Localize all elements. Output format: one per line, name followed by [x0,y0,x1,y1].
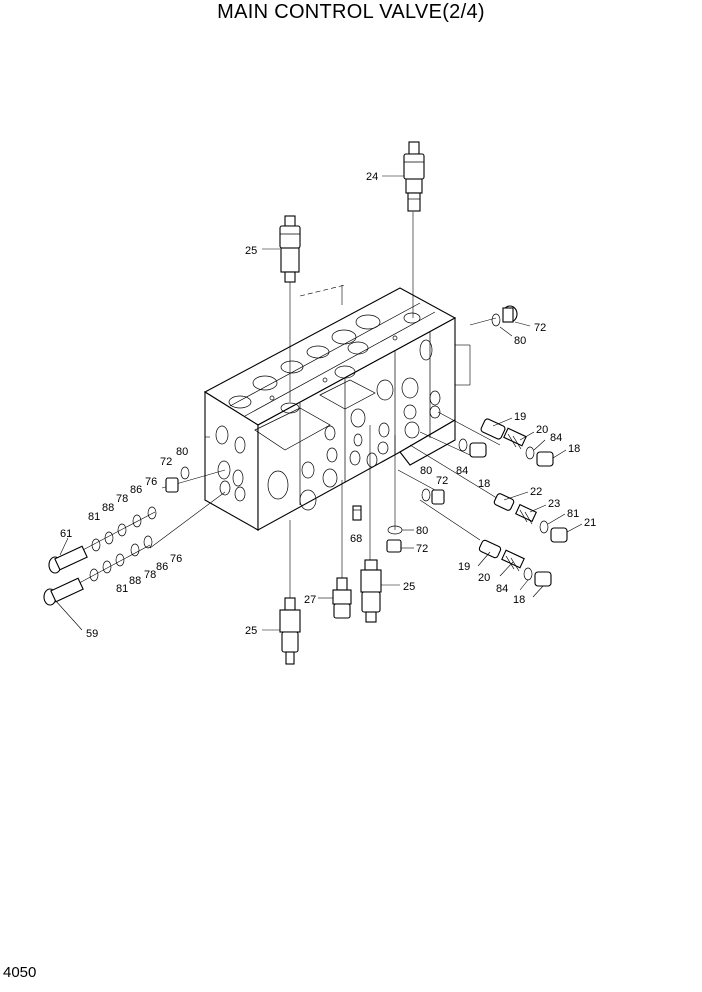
valve-27 [332,577,352,619]
label-88-lower: 88 [129,575,141,587]
label-61: 61 [60,528,72,540]
label-18-left: 18 [478,478,490,490]
plug-72-low [386,525,403,553]
label-81-upper-left: 81 [88,511,100,523]
label-24: 24 [366,171,378,183]
right-face-ports [267,339,441,511]
label-25-bottom: 25 [245,625,257,637]
label-25-top: 25 [245,245,257,257]
label-20-lower: 20 [478,572,490,584]
label-84-left: 84 [456,465,468,477]
label-80-low: 80 [416,525,428,537]
label-23: 23 [548,498,560,510]
spool-stack-left [458,438,487,458]
label-72-top: 72 [534,322,546,334]
label-72-low: 72 [416,543,428,555]
spool-stack-middle [493,493,568,543]
label-86-upper: 86 [130,484,142,496]
label-81-lower-left: 81 [116,583,128,595]
label-76-upper: 76 [145,476,157,488]
assembly-lines [54,212,501,598]
valve-body [203,287,457,531]
label-22: 22 [530,486,542,498]
label-84-upper: 84 [550,432,562,444]
label-18-upper: 18 [568,443,580,455]
label-19-upper: 19 [514,411,526,423]
label-68: 68 [350,533,362,545]
label-59: 59 [86,628,98,640]
page-title: MAIN CONTROL VALVE(2/4) [217,1,485,23]
label-25-middle: 25 [403,581,415,593]
label-18-lower: 18 [513,594,525,606]
label-leaders [54,175,583,631]
label-80-mid: 80 [420,465,432,477]
relief-valve-24 [403,141,425,212]
plug-72-top [491,305,518,327]
relief-valve-25-middle [360,559,382,623]
label-72-mid: 72 [436,475,448,487]
left-face-ports [215,425,246,502]
plug-68 [352,505,362,521]
top-ports [228,312,421,414]
label-78-upper: 78 [116,493,128,505]
label-80-top: 80 [514,335,526,347]
spool-stack-upper [480,418,554,467]
label-76-lower: 76 [170,553,182,565]
part-labels: 24 25 25 25 27 68 72 80 72 80 19 20 84 1… [60,171,596,640]
label-21: 21 [584,517,596,529]
label-27: 27 [304,594,316,606]
label-86-lower: 86 [156,561,168,573]
page-number: 4050 [3,964,37,981]
label-19-lower: 19 [458,561,470,573]
label-80-left: 80 [176,446,188,458]
left-stack-lower [43,535,153,606]
label-88-upper: 88 [102,502,114,514]
plug-72-left [165,466,190,493]
label-72-left: 72 [160,456,172,468]
label-84-lower: 84 [496,583,508,595]
label-20-upper: 20 [536,424,548,436]
left-stack-upper [48,506,157,574]
label-78-lower: 78 [144,569,156,581]
relief-valve-25-bottom [279,597,301,665]
plug-72-mid [421,488,445,505]
relief-valve-25-top [279,215,301,283]
spool-stack-lower [478,539,552,587]
label-81-right: 81 [567,508,579,520]
